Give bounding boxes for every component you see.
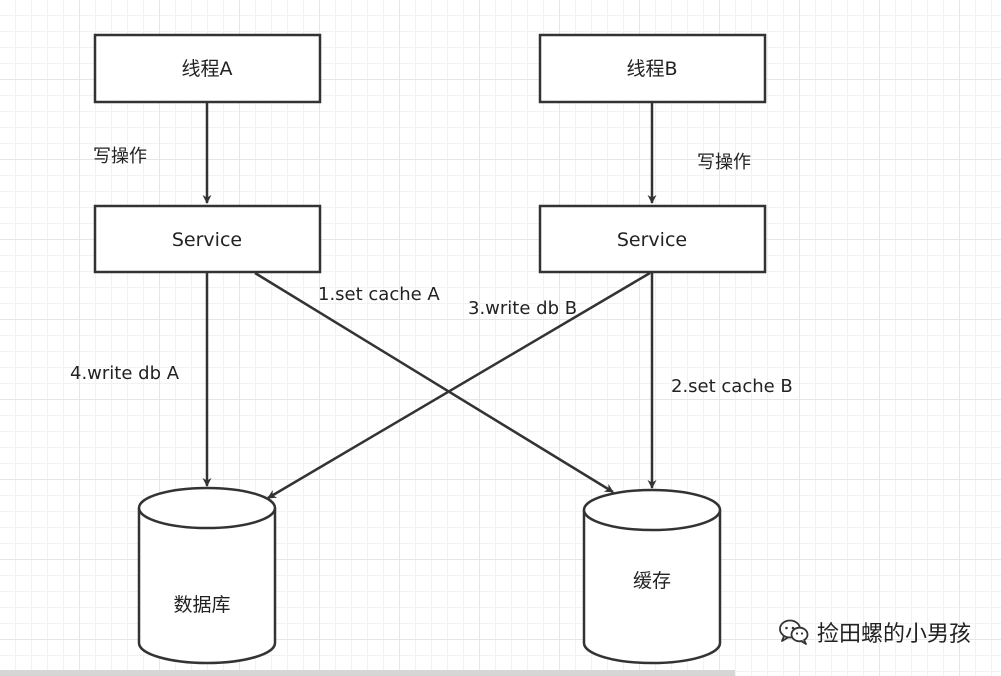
cache-label: 缓存 xyxy=(633,570,671,592)
database-label: 数据库 xyxy=(173,594,230,616)
edge-label-write-db-a: 4.write db A xyxy=(70,363,180,384)
edge-service-b-to-database xyxy=(267,271,651,500)
horizontal-scrollbar[interactable] xyxy=(0,670,735,676)
service-a-label: Service xyxy=(172,229,242,251)
thread-b-label: 线程B xyxy=(626,58,677,80)
cache-node: 缓存 xyxy=(582,488,722,665)
database-node: 数据库 xyxy=(137,486,277,665)
edge-label-write-op-b: 写操作 xyxy=(697,152,751,173)
edge-label-write-op-a: 写操作 xyxy=(93,146,147,167)
thread-b-node: 线程B xyxy=(538,33,767,104)
edge-label-set-cache-b: 2.set cache B xyxy=(671,376,793,397)
wechat-icon xyxy=(779,619,809,645)
watermark: 捡田螺的小男孩 xyxy=(779,616,971,648)
edge-service-a-to-cache xyxy=(254,271,614,494)
watermark-text: 捡田螺的小男孩 xyxy=(816,622,971,647)
thread-a-label: 线程A xyxy=(182,58,233,80)
service-a-node: Service xyxy=(93,204,322,274)
service-b-node: Service xyxy=(538,204,767,274)
thread-a-node: 线程A xyxy=(93,33,322,104)
edge-label-set-cache-a: 1.set cache A xyxy=(318,284,440,305)
service-b-label: Service xyxy=(617,229,687,251)
edge-label-write-db-b: 3.write db B xyxy=(468,298,577,319)
